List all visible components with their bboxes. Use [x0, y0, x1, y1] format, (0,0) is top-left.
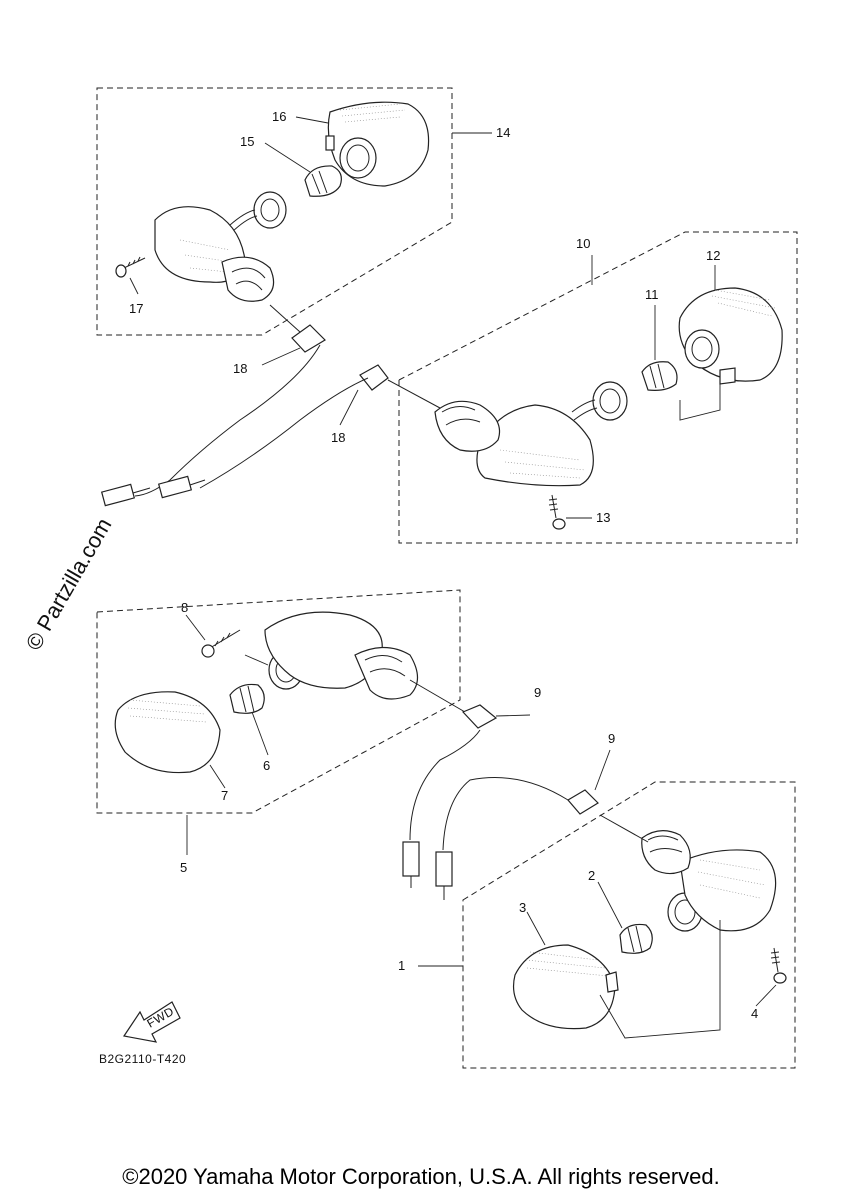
label-3: 3: [519, 900, 526, 915]
part-labels: 1 2 3 4 5 6 7 8 9 9 10 11 12 13 14 15 16…: [129, 109, 758, 1021]
label-6: 6: [263, 758, 270, 773]
label-7: 7: [221, 788, 228, 803]
lens-12: [678, 287, 783, 385]
connector-18b: [359, 364, 441, 409]
housing-10: [434, 400, 594, 487]
bulb-2: [619, 923, 653, 954]
screw-17: [115, 256, 146, 278]
screw-13: [548, 494, 566, 530]
bulb-11: [641, 361, 678, 391]
housing-1: [599, 814, 777, 932]
lens-16: [325, 101, 430, 187]
label-2: 2: [588, 868, 595, 883]
housing-5: [264, 611, 466, 713]
lens-3: [512, 944, 619, 1030]
label-4: 4: [751, 1006, 758, 1021]
assembly-1-dashed-outline: [462, 781, 796, 1069]
label-15: 15: [240, 134, 254, 149]
diagram-code: B2G2110-T420: [99, 1052, 186, 1066]
label-9-top: 9: [534, 685, 541, 700]
screw-8: [201, 629, 241, 658]
label-10: 10: [576, 236, 590, 251]
label-12: 12: [706, 248, 720, 263]
label-14: 14: [496, 125, 510, 140]
bulb-6: [229, 683, 265, 714]
assembly-5-group: [96, 589, 466, 855]
lens-7: [114, 691, 221, 774]
partzilla-watermark: © Partzilla.com: [21, 514, 117, 655]
screw-4: [770, 947, 787, 984]
socket-14: [229, 191, 287, 233]
label-5: 5: [180, 860, 187, 875]
bulb-15: [304, 165, 342, 197]
label-9-bottom: 9: [608, 731, 615, 746]
assembly-14-group: [96, 87, 492, 336]
label-17: 17: [129, 301, 143, 316]
label-11: 11: [645, 287, 659, 302]
wire-harness-bottom: [402, 704, 611, 900]
assembly-14-dashed-outline: [96, 87, 453, 336]
wire-harness-top: [100, 304, 369, 507]
label-1: 1: [398, 958, 405, 973]
assembly-10-dashed-outline: [398, 231, 798, 544]
label-13: 13: [596, 510, 610, 525]
assembly-10-group: [359, 231, 798, 544]
label-18-top: 18: [233, 361, 247, 376]
copyright-notice: ©2020 Yamaha Motor Corporation, U.S.A. A…: [122, 1164, 719, 1189]
label-18-bottom: 18: [331, 430, 345, 445]
fwd-arrow-icon: FWD: [122, 1001, 181, 1043]
label-16: 16: [272, 109, 286, 124]
label-8: 8: [181, 600, 188, 615]
assembly-1-group: [418, 781, 796, 1069]
socket-10: [571, 381, 628, 421]
assembly-5-dashed-outline: [96, 589, 461, 814]
housing-14: [154, 206, 275, 302]
